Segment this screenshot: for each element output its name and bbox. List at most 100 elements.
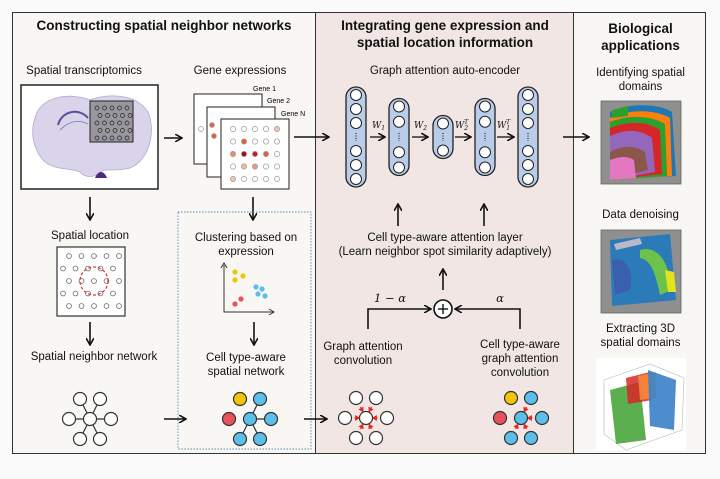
location-spot: [66, 303, 72, 309]
cell-type-aware-gac-graph: [492, 390, 550, 446]
location-spot: [72, 290, 79, 297]
expression-spot: [252, 126, 258, 132]
scatter-point: [232, 277, 238, 283]
graph-node: [379, 410, 395, 426]
cell-type-aware-box: [177, 211, 312, 450]
location-spot: [85, 290, 91, 297]
location-spot: [103, 253, 110, 259]
graph-node: [492, 410, 508, 426]
panel-title-constructing: Constructing spatial neighbor networks: [36, 18, 292, 33]
label-3d-1: Extracting 3D: [605, 323, 676, 335]
spot: [120, 128, 125, 133]
graph-node: [503, 430, 519, 446]
location-spot: [66, 278, 72, 284]
graph-node: [61, 411, 77, 427]
panel-title-applications-1: Biological: [608, 21, 673, 36]
gene-label-n: Gene N: [281, 111, 305, 118]
location-spot: [78, 303, 85, 309]
label-attention-layer-2: (Learn neighbor spot similarity adaptive…: [338, 246, 552, 258]
spot: [94, 105, 100, 111]
label-alpha: α: [496, 291, 504, 305]
label-clustering-2: expression: [218, 246, 274, 258]
graph-node: [232, 431, 248, 447]
label-gac-2: convolution: [333, 355, 393, 367]
spatial-domains-image: [600, 100, 682, 185]
arrow-icon: [367, 309, 430, 329]
label-autoencoder: Graph attention auto-encoder: [369, 65, 521, 77]
spot: [117, 120, 122, 126]
spot: [124, 135, 130, 141]
3d-spatial-domains-image: [596, 358, 686, 451]
graph-node: [337, 410, 353, 426]
scatter-point: [262, 293, 268, 299]
expression-spot: [230, 138, 236, 145]
clustering-scatter-plot: [220, 262, 275, 316]
expression-spot: [241, 126, 247, 132]
location-spot: [72, 265, 79, 272]
location-spot: [116, 303, 122, 309]
scatter-point: [232, 301, 238, 307]
label-one-minus-alpha: 1 − α: [373, 291, 407, 305]
neuron: [522, 103, 534, 115]
expression-spot: [274, 138, 280, 145]
panel-title-integrating-2: spatial location information: [356, 35, 534, 50]
neuron: [350, 173, 362, 185]
label-3d-2: spatial domains: [600, 337, 681, 349]
spot: [109, 120, 115, 126]
label-ctgac-1: Cell type-aware: [480, 339, 560, 351]
spot: [127, 128, 133, 133]
location-spot: [78, 253, 85, 259]
graph-node: [348, 390, 364, 406]
network-layer: [345, 86, 367, 188]
expression-spot: [252, 176, 258, 182]
neuron: [437, 144, 449, 157]
neuron: [522, 159, 534, 171]
spot-grid: [94, 105, 133, 141]
location-spot: [110, 265, 116, 272]
label-data-denoising: Data denoising: [602, 209, 679, 221]
spot: [94, 135, 100, 141]
neuron: [350, 117, 362, 129]
network-layer: [474, 97, 496, 177]
expression-spot: [241, 176, 247, 182]
spatial-location-grid: [56, 246, 126, 317]
location-spot: [60, 265, 66, 272]
expression-spot: [241, 163, 247, 170]
spot: [127, 113, 133, 118]
graph-node: [252, 391, 268, 407]
graph-node: [92, 391, 108, 407]
spot: [124, 120, 130, 126]
network-layer: [517, 86, 539, 188]
graph-attention-conv-graph: [337, 390, 395, 446]
expression-spot: [263, 176, 269, 182]
spot: [102, 120, 107, 126]
expression-spot: [252, 151, 258, 157]
location-spot: [103, 303, 110, 309]
spot: [105, 113, 110, 118]
location-spot: [66, 253, 72, 259]
gene-expression-sheets: Gene 1 Gene 2 Gene N: [193, 86, 305, 190]
svg-text:W1T: W1T: [497, 119, 511, 132]
graph-node: [523, 390, 539, 406]
neuron: [393, 100, 405, 113]
expression-spot: [241, 151, 247, 157]
spatial-neighbor-network-graph: [61, 391, 119, 447]
graph-node: [252, 431, 268, 447]
spot: [112, 128, 118, 133]
graph-node: [232, 391, 248, 407]
gene-label-2: Gene 2: [267, 98, 290, 105]
spot: [109, 135, 115, 141]
expression-spot: [263, 163, 269, 170]
graph-node: [103, 411, 119, 427]
weight-labels: W1 W2 W2T W1T: [372, 119, 511, 132]
expression-spot: [252, 163, 258, 170]
arrow-icon: [456, 309, 521, 329]
neuron: [350, 89, 362, 101]
neuron: [522, 89, 534, 101]
label-identifying-domains-2: domains: [618, 81, 663, 93]
spot: [117, 135, 122, 141]
neuron: [393, 146, 405, 159]
neuron: [350, 159, 362, 171]
label-spatial-transcriptomics: Spatial transcriptomics: [26, 65, 142, 77]
scatter-point: [259, 286, 265, 292]
